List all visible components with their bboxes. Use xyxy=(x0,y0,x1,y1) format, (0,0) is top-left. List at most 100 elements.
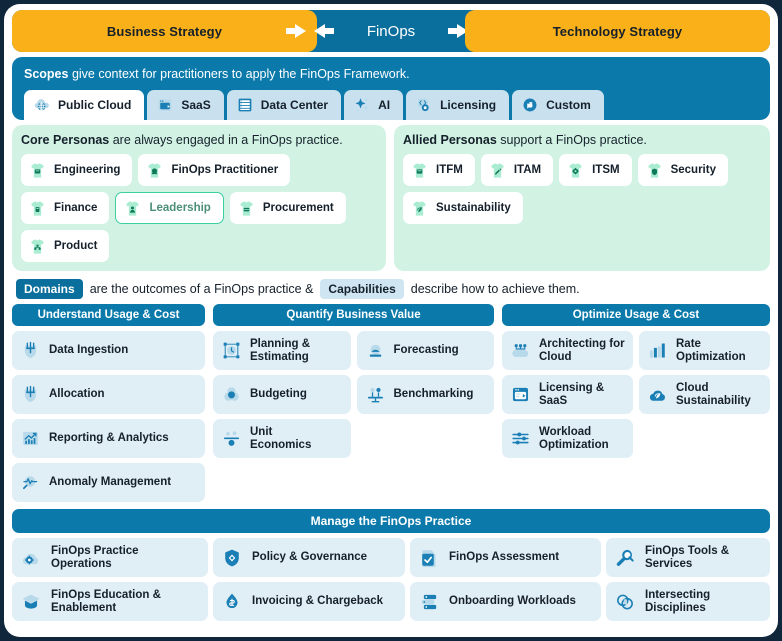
domain-title: Quantify Business Value xyxy=(213,304,494,326)
capability-unit-economics[interactable]: Unit Economics xyxy=(213,419,351,458)
allied-personas-heading-rest: support a FinOps practice. xyxy=(496,133,647,147)
persona-engineering[interactable]: Engineering xyxy=(21,154,133,186)
scope-tab-ai[interactable]: AI xyxy=(344,90,404,120)
persona-procurement[interactable]: Procurement xyxy=(229,192,346,224)
domains-badge: Domains xyxy=(16,279,83,299)
anomaly-management-icon xyxy=(20,472,41,493)
capability-licensing-saas[interactable]: Licensing & SaaS xyxy=(502,375,633,414)
capability-benchmarking[interactable]: Benchmarking xyxy=(356,375,494,414)
custom-puzzle-icon xyxy=(521,96,539,114)
product-persona-icon xyxy=(28,237,47,256)
double-arrow-icon xyxy=(284,22,336,40)
persona-leadership[interactable]: Leadership xyxy=(115,192,224,224)
capability-label: Allocation xyxy=(49,388,105,401)
workload-optimization-icon xyxy=(510,428,531,449)
technology-strategy-pill[interactable]: Technology Strategy xyxy=(465,10,770,52)
capability-label: Licensing & SaaS xyxy=(539,381,605,407)
capability-label: Forecasting xyxy=(393,344,459,357)
persona-label: ITSM xyxy=(592,164,620,176)
capability-label: Workload Optimization xyxy=(539,425,609,451)
capability-allocation[interactable]: Allocation xyxy=(12,375,205,414)
manage-capability-finops-education-enablement[interactable]: FinOps Education & Enablement xyxy=(12,582,208,621)
manage-capability-label: Intersecting Disciplines xyxy=(645,588,711,614)
capability-label: Reporting & Analytics xyxy=(49,432,169,445)
capability-cloud-sustainability[interactable]: Cloud Sustainability xyxy=(639,375,770,414)
capability-label: Benchmarking xyxy=(393,388,474,401)
scopes-description-rest: give context for practitioners to apply … xyxy=(68,67,410,81)
core-personas-panel: Core Personas are always engaged in a Fi… xyxy=(12,125,386,271)
policy-governance-icon xyxy=(221,547,243,569)
domains-intro: Domains are the outcomes of a FinOps pra… xyxy=(12,276,770,299)
finops-practice-operations-icon xyxy=(20,547,42,569)
manage-capability-intersecting-disciplines[interactable]: Intersecting Disciplines xyxy=(606,582,770,621)
scope-tab-data-center[interactable]: Data Center xyxy=(226,90,342,120)
allied-personas-heading: Allied Personas support a FinOps practic… xyxy=(403,133,761,147)
capability-data-ingestion[interactable]: Data Ingestion xyxy=(12,331,205,370)
capability-rate-optimization[interactable]: Rate Optimization xyxy=(639,331,770,370)
business-strategy-pill[interactable]: Business Strategy xyxy=(12,10,317,52)
strategy-header-bar: Business Strategy FinOps Technology Stra… xyxy=(12,10,770,52)
scopes-description: Scopes give context for practitioners to… xyxy=(24,67,758,81)
capability-label: Planning & Estimating xyxy=(250,337,311,363)
persona-finance[interactable]: Finance xyxy=(21,192,110,224)
itam-persona-icon xyxy=(488,161,507,180)
engineering-persona-icon xyxy=(28,161,47,180)
capability-label: Cloud Sustainability xyxy=(676,381,751,407)
scope-tab-saas[interactable]: SaaS xyxy=(147,90,224,120)
manage-capability-policy-governance[interactable]: Policy & Governance xyxy=(213,538,405,577)
persona-itfm[interactable]: ITFM xyxy=(403,154,475,186)
core-personas-keyword: Core Personas xyxy=(21,133,110,147)
intersecting-disciplines-icon xyxy=(614,591,636,613)
capability-forecasting[interactable]: Forecasting xyxy=(356,331,494,370)
persona-label: Engineering xyxy=(54,164,121,176)
capability-budgeting[interactable]: Budgeting xyxy=(213,375,351,414)
capability-planning-estimating[interactable]: Planning & Estimating xyxy=(213,331,351,370)
budgeting-icon xyxy=(221,384,242,405)
scope-tab-public-cloud[interactable]: Public Cloud xyxy=(24,90,145,120)
security-persona-icon xyxy=(645,161,664,180)
scope-tab-custom[interactable]: Custom xyxy=(512,90,604,120)
persona-finops-practitioner[interactable]: FinOps Practitioner xyxy=(138,154,291,186)
manage-capability-label: Invoicing & Chargeback xyxy=(252,595,384,608)
manage-capability-finops-tools-services[interactable]: FinOps Tools & Services xyxy=(606,538,770,577)
saas-window-icon xyxy=(156,96,174,114)
manage-practice-title: Manage the FinOps Practice xyxy=(12,509,770,533)
capability-anomaly-management[interactable]: Anomaly Management xyxy=(12,463,205,502)
unit-economics-icon xyxy=(221,428,242,449)
persona-product[interactable]: Product xyxy=(21,230,110,262)
manage-practice-section: Manage the FinOps Practice FinOps Practi… xyxy=(12,509,770,621)
scope-tab-label: Public Cloud xyxy=(58,98,132,112)
persona-security[interactable]: Security xyxy=(637,154,728,186)
persona-itam[interactable]: ITAM xyxy=(480,154,554,186)
cloud-sustainability-icon xyxy=(647,384,668,405)
scope-tab-licensing[interactable]: Licensing xyxy=(406,90,510,120)
capability-label: Budgeting xyxy=(250,388,307,401)
scopes-keyword: Scopes xyxy=(24,67,69,81)
persona-itsm[interactable]: ITSM xyxy=(559,154,632,186)
manage-capability-onboarding-workloads[interactable]: Onboarding Workloads xyxy=(410,582,601,621)
manage-capability-label: FinOps Practice Operations xyxy=(51,544,139,570)
persona-label: Product xyxy=(54,240,98,252)
domains-intro-mid: are the outcomes of a FinOps practice & xyxy=(89,282,314,296)
manage-capability-finops-practice-operations[interactable]: FinOps Practice Operations xyxy=(12,538,208,577)
manage-capability-invoicing-chargeback[interactable]: Invoicing & Chargeback xyxy=(213,582,405,621)
sustainability-persona-icon xyxy=(410,199,429,218)
data-center-rack-icon xyxy=(236,96,254,114)
capability-reporting-analytics[interactable]: Reporting & Analytics xyxy=(12,419,205,458)
leadership-persona-icon xyxy=(123,199,142,218)
manage-capability-label: FinOps Assessment xyxy=(449,551,560,564)
manage-capability-finops-assessment[interactable]: FinOps Assessment xyxy=(410,538,601,577)
finops-assessment-icon xyxy=(418,547,440,569)
capability-architecting-for-cloud[interactable]: Architecting for Cloud xyxy=(502,331,633,370)
capability-workload-optimization[interactable]: Workload Optimization xyxy=(502,419,633,458)
persona-sustainability[interactable]: Sustainability xyxy=(403,192,523,224)
core-personas-heading-rest: are always engaged in a FinOps practice. xyxy=(109,133,343,147)
